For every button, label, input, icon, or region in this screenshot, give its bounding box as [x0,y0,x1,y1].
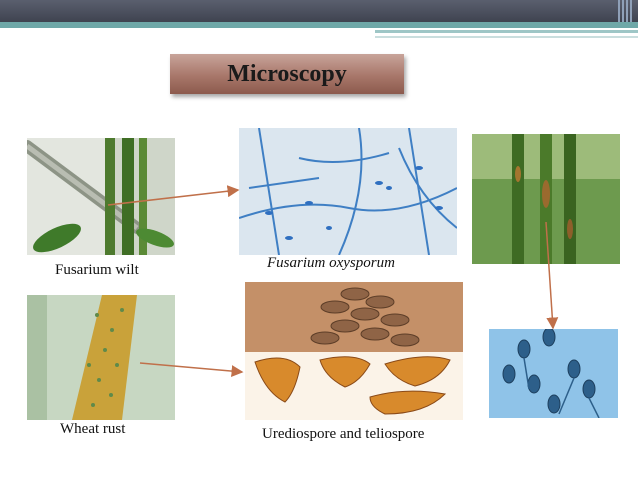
fusarium-oxysporum-micrograph [239,128,457,255]
blue-spores-illustration [489,329,618,418]
caption-urediospore: Urediospore and teliospore [262,426,425,442]
wheat-leaf-lesion-photo [472,134,620,264]
corner-pattern [618,0,634,22]
fusarium-wilt-illustration [27,138,175,255]
hyphae-illustration [239,128,457,255]
caption-fusarium-oxysporum: Fusarium oxysporum [267,255,395,271]
spore-illustration [245,282,463,420]
urediospore-teliospore-micrograph [245,282,463,420]
slide-title: Microscopy [170,54,404,94]
spores-micrograph [489,329,618,418]
fusarium-wilt-photo [27,138,175,255]
wheat-rust-photo [27,295,175,420]
caption-wheat-rust: Wheat rust [60,421,126,437]
caption-fusarium-wilt: Fusarium wilt [55,262,139,278]
header-bar [0,0,638,22]
accent-stripe [0,22,638,28]
slide-title-text: Microscopy [227,60,347,87]
accent-line [375,30,638,33]
leaf-lesion-illustration [472,134,620,264]
rust-leaf-illustration [27,295,175,420]
accent-line-thin [375,36,638,38]
